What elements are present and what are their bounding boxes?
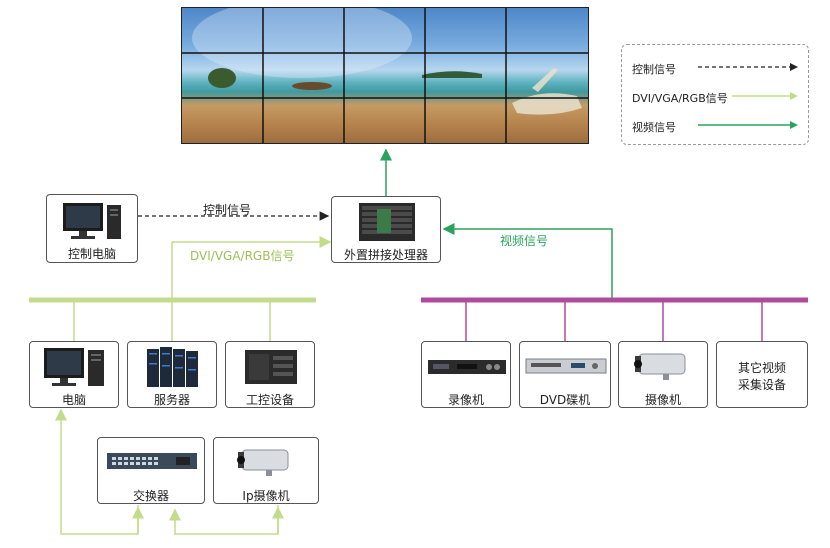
recorder-label: 录像机	[447, 393, 484, 407]
video-recorder-icon	[428, 360, 506, 374]
other-video-label-line1: 其它视频	[737, 361, 786, 375]
camera-node: 摄像机	[618, 341, 708, 408]
recorder-node: 录像机	[421, 341, 511, 408]
legend-control-label: 控制信号	[632, 63, 676, 76]
other-video-node: 其它视频 采集设备	[716, 341, 808, 408]
camera-icon	[634, 353, 686, 380]
legend-rgb-label: DVI/VGA/RGB信号	[632, 92, 728, 105]
ip-camera-node: Ip摄像机	[213, 437, 319, 504]
industrial-pc-icon	[245, 350, 297, 384]
pc-label: 电脑	[61, 393, 86, 407]
ipc-label: 工控设备	[245, 393, 294, 407]
other-video-label-line2: 采集设备	[737, 378, 786, 392]
dvd-node: DVD碟机	[519, 341, 611, 408]
ip-camera-label: Ip摄像机	[242, 489, 290, 503]
dvd-player-icon	[525, 358, 607, 374]
network-switch-icon	[107, 453, 197, 469]
video-link-to-processor	[442, 223, 613, 298]
switch-label: 交换器	[132, 489, 169, 503]
switch-node: 交换器	[97, 437, 205, 504]
server-label: 服务器	[153, 393, 190, 407]
dvd-label: DVD碟机	[539, 393, 591, 407]
control-pc-node: 控制电脑	[46, 194, 138, 263]
video-link-label: 视频信号	[500, 234, 549, 248]
processor-icon	[359, 203, 415, 241]
processor-node: 外置拼接处理器	[331, 196, 441, 263]
camera-icon	[237, 449, 289, 476]
computer-icon	[44, 348, 104, 386]
control-link-label: 控制信号	[203, 203, 252, 217]
camera-to-switch-link	[169, 505, 279, 535]
legend-video-label: 视频信号	[632, 121, 676, 134]
computer-icon	[63, 203, 121, 239]
legend: 控制信号 DVI/VGA/RGB信号 视频信号	[621, 44, 809, 145]
server-node: 服务器	[127, 341, 217, 408]
video-wall	[181, 7, 589, 144]
control-pc-label: 控制电脑	[67, 247, 116, 261]
rgb-link-label: DVI/VGA/RGB信号	[190, 249, 295, 263]
legend-swatches	[698, 63, 798, 129]
camera-label: 摄像机	[644, 393, 681, 407]
server-rack-icon	[147, 347, 198, 387]
pc-node: 电脑	[29, 341, 119, 408]
ipc-node: 工控设备	[225, 341, 315, 408]
processor-label: 外置拼接处理器	[343, 248, 428, 262]
